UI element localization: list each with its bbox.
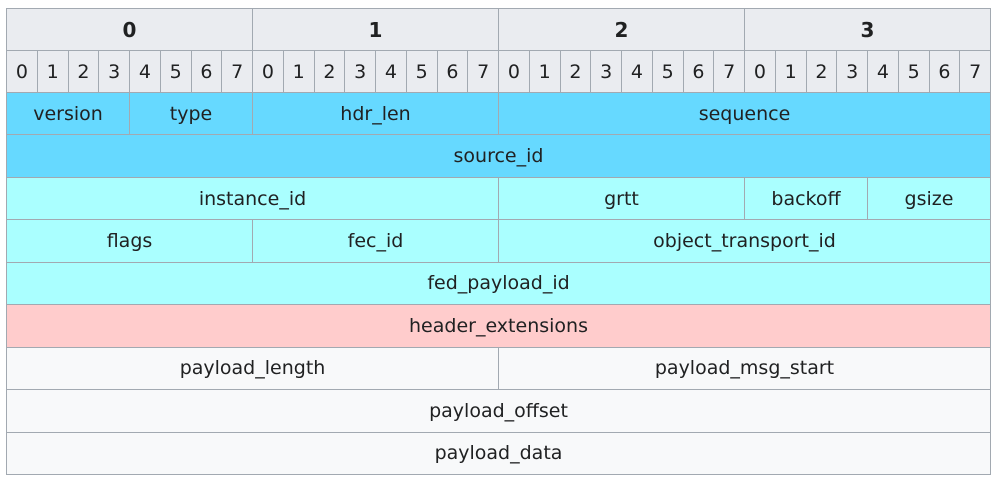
- bit-offset-header: 3: [98, 50, 130, 93]
- bit-offset-header: 4: [867, 50, 899, 93]
- bit-offset-header: 5: [651, 50, 684, 93]
- field-row: fed_payload_id: [6, 261, 991, 306]
- bit-offset-header: 7: [959, 50, 991, 93]
- bit-offset-header: 1: [282, 50, 315, 93]
- byte-offset-header: 3: [744, 8, 991, 51]
- field-fec-id: fec_id: [252, 219, 499, 263]
- bit-offset-header: 5: [405, 50, 438, 93]
- field-grtt: grtt: [498, 176, 745, 221]
- field-version: version: [6, 91, 130, 136]
- bit-offset-header: 4: [375, 50, 407, 93]
- field-instance-id: instance_id: [6, 176, 499, 221]
- field-payload-length: payload_length: [6, 346, 499, 391]
- field-row: header_extensions: [6, 304, 991, 348]
- bit-offset-header: 2: [559, 50, 592, 93]
- field-flags: flags: [6, 219, 253, 263]
- bit-offset-header: 2: [313, 50, 346, 93]
- bit-offset-header: 7: [221, 50, 253, 93]
- bit-offset-header: 0: [6, 50, 38, 93]
- bit-offset-header: 3: [836, 50, 868, 93]
- field-type: type: [129, 91, 253, 136]
- field-source-id: source_id: [6, 134, 991, 178]
- bit-offset-header: 4: [129, 50, 161, 93]
- bit-offset-header: 5: [159, 50, 192, 93]
- bit-offset-header: 7: [713, 50, 745, 93]
- field-payload-msg-start: payload_msg_start: [498, 346, 991, 391]
- field-row: payload_offset: [6, 389, 991, 433]
- field-object-transport-id: object_transport_id: [498, 219, 991, 263]
- bit-offset-header: 7: [467, 50, 499, 93]
- field-row: payload_data: [6, 431, 991, 475]
- bit-offset-header: 0: [252, 50, 284, 93]
- byte-offset-header: 2: [498, 8, 745, 51]
- bit-offset-header: 6: [928, 50, 961, 93]
- bit-offset-header: 1: [528, 50, 561, 93]
- bit-offset-header: 1: [36, 50, 69, 93]
- bit-offset-header: 4: [621, 50, 653, 93]
- byte-offset-header: 1: [252, 8, 499, 51]
- bit-offset-header: 0: [498, 50, 530, 93]
- bit-offset-header: 3: [344, 50, 376, 93]
- bit-offset-header: 0: [744, 50, 776, 93]
- field-sequence: sequence: [498, 91, 991, 136]
- bit-offset-header: 5: [897, 50, 930, 93]
- bit-offset-header: 6: [190, 50, 223, 93]
- byte-offset-header: 0: [6, 8, 253, 51]
- bit-offset-header: 6: [682, 50, 715, 93]
- field-payload-offset: payload_offset: [6, 389, 991, 433]
- field-gsize: gsize: [867, 176, 991, 221]
- bit-offset-header: 2: [805, 50, 838, 93]
- field-hdr-len: hdr_len: [252, 91, 499, 136]
- field-backoff: backoff: [744, 176, 868, 221]
- field-row: source_id: [6, 134, 991, 178]
- field-fed-payload-id: fed_payload_id: [6, 261, 991, 306]
- bit-offset-header: 6: [436, 50, 469, 93]
- field-header-extensions: header_extensions: [6, 304, 991, 348]
- bit-offset-header: 1: [774, 50, 807, 93]
- bit-offset-header: 2: [67, 50, 100, 93]
- field-payload-data: payload_data: [6, 431, 991, 475]
- bit-offset-header: 3: [590, 50, 622, 93]
